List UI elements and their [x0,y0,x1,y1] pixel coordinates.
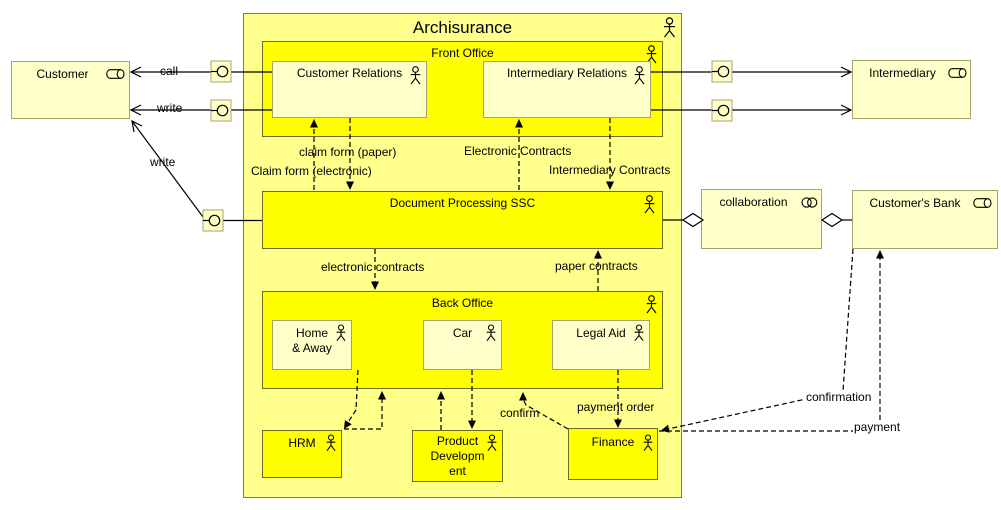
product-development-label: Product Developm ent [430,434,485,478]
node-product-development[interactable]: Product Developm ent [412,430,503,482]
node-legal-aid[interactable]: Legal Aid [552,320,650,370]
role-icon [973,198,992,208]
actor-icon [336,324,346,342]
legal-aid-label: Legal Aid [576,326,626,340]
label-write-diagonal: write [150,155,176,169]
role-icon [948,68,967,78]
interface-lollipop-write-diagonal [202,209,224,232]
actor-icon [326,434,336,452]
actor-icon [487,434,497,452]
node-intermediary-relations[interactable]: Intermediary Relations [483,61,651,118]
interface-lollipop-call [210,60,232,83]
label-call: call [160,64,179,78]
actor-icon [646,295,657,314]
actor-icon [634,66,645,85]
front-office-label: Front Office [431,46,494,60]
customer-label: Customer [36,67,89,81]
hrm-label: HRM [288,436,316,450]
customers-bank-label: Customer's Bank [869,196,961,210]
actor-icon [410,66,421,85]
interface-lollipop-write [210,99,232,122]
back-office-label: Back Office [431,296,494,310]
interface-lollipop-intermediary-1 [711,60,733,83]
node-car[interactable]: Car [423,320,502,370]
collaboration-icon [801,197,818,208]
intermediary-label: Intermediary [869,66,936,80]
node-customers-bank[interactable]: Customer's Bank [852,190,998,249]
actor-icon [664,17,675,38]
node-intermediary[interactable]: Intermediary [852,60,971,119]
actor-icon [634,324,644,342]
customer-relations-label: Customer Relations [296,66,403,80]
collaboration-label: collaboration [719,195,788,209]
node-customer[interactable]: Customer [11,61,130,119]
node-finance[interactable]: Finance [568,428,658,480]
car-label: Car [452,326,473,340]
label-payment: payment [853,420,902,434]
actor-icon [643,434,653,452]
node-hrm[interactable]: HRM [262,430,342,478]
finance-label: Finance [591,435,635,449]
flow-payment [659,256,881,432]
interface-lollipop-intermediary-2 [711,99,733,122]
node-home-and-away[interactable]: Home & Away [272,320,352,370]
label-confirmation: confirmation [805,390,873,404]
label-write-top: write [157,101,183,115]
document-processing-label: Document Processing SSC [389,196,536,210]
role-icon [106,69,125,79]
intermediary-relations-label: Intermediary Relations [506,66,628,80]
home-and-away-label: Home & Away [292,326,332,356]
node-document-processing-ssc[interactable]: Document Processing SSC [262,191,663,249]
actor-icon [486,324,496,342]
node-collaboration[interactable]: collaboration [701,189,822,249]
node-customer-relations[interactable]: Customer Relations [272,61,427,118]
archisurance-label: Archisurance [412,18,513,37]
flow-confirmation [667,248,854,430]
actor-icon [644,195,655,214]
